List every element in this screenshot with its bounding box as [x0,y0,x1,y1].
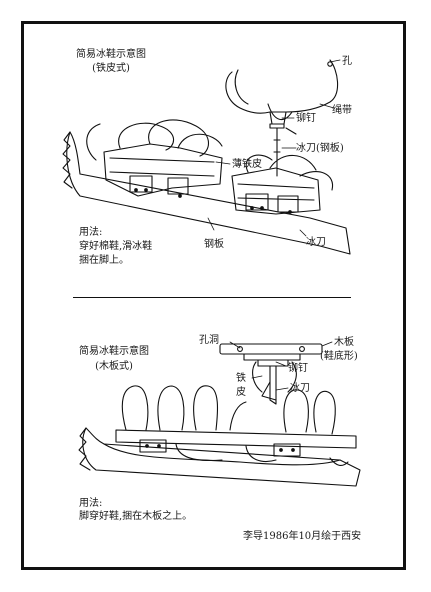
top-usage-line1: 穿好棉鞋,滑冰鞋 [79,241,153,252]
section-divider [73,297,351,298]
label-hole: 孔 [342,56,352,67]
bottom-cross-section [219,343,323,405]
label-strap: 绳带 [332,105,352,116]
bottom-usage-title: 用法: [79,498,103,509]
label-thin-iron: 薄铁皮 [232,159,262,170]
drawing-frame [21,21,406,570]
top-title: 简易冰鞋示意图 [76,49,146,60]
bottom-skate [78,385,361,487]
label-board: 木板 [334,337,354,348]
bottom-title: 简易冰鞋示意图 [79,346,149,357]
label-blade-top: 冰刀 [306,237,326,248]
top-skate [62,119,351,255]
top-cross-section [225,59,339,177]
label-rivet-top: 铆钉 [296,113,316,124]
bottom-subtitle: (木板式) [95,361,133,372]
label-blade-bottom: 冰刀 [290,383,310,394]
top-subtitle: (铁皮式) [92,63,130,74]
bottom-usage-line: 脚穿好鞋,捆在木板之上。 [79,511,193,522]
leader-lines [207,59,341,391]
label-iron-1: 铁 [236,373,246,384]
label-hole-bottom: 孔洞 [199,335,219,346]
label-board-shape: (鞋底形) [320,351,358,362]
label-steel-plate: 钢板 [204,239,224,250]
label-rivet-bottom: 铆钉 [288,363,308,374]
label-iron-2: 皮 [236,387,246,398]
top-usage-title: 用法: [79,227,103,238]
label-blade-steel: 冰刀(钢板) [296,143,344,154]
signature: 李导1986年10月绘于西安 [243,531,362,542]
top-usage-line2: 捆在脚上。 [79,255,129,266]
